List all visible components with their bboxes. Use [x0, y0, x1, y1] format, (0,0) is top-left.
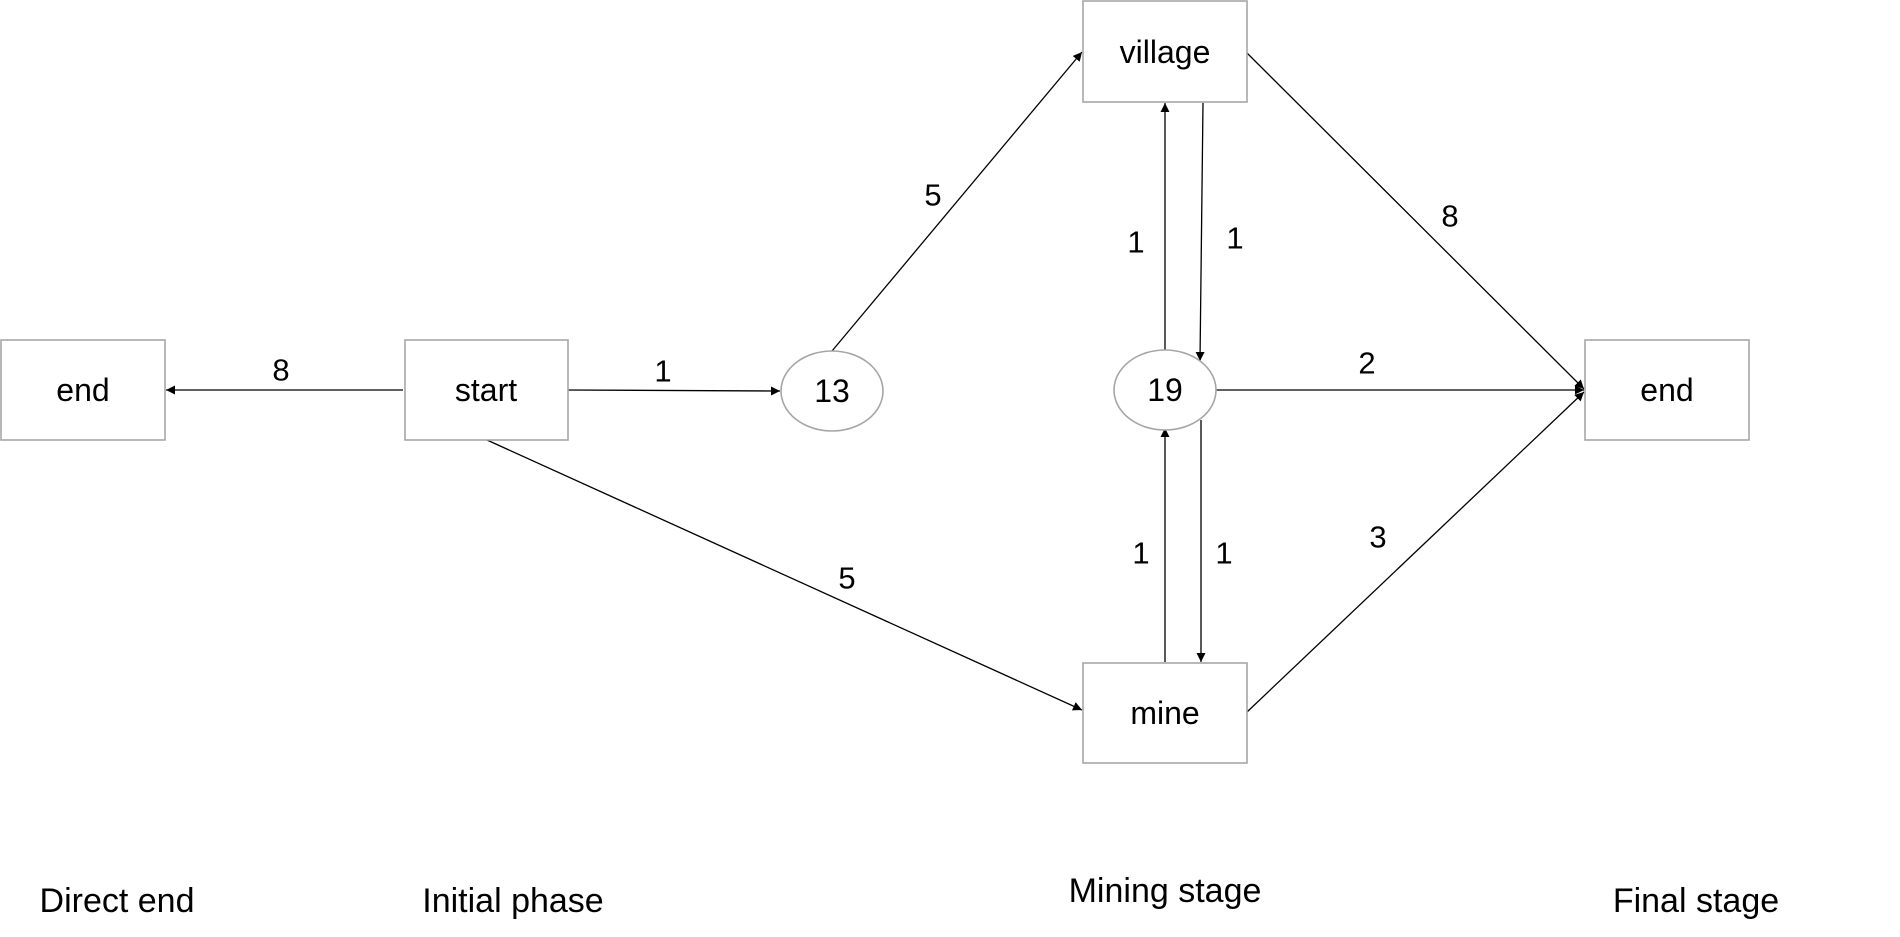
edge-label-19-to-end-right: 2 [1358, 346, 1375, 381]
node-village: village [1082, 0, 1248, 103]
edge-label-19-to-mine: 1 [1215, 536, 1232, 571]
edge-label-start-to-mine: 5 [838, 561, 855, 596]
edge-mine-to-end-right [1246, 391, 1585, 713]
node-label-mine: mine [1130, 695, 1199, 731]
edges [166, 51, 1585, 713]
node-13: 13 [780, 350, 884, 432]
edge-label-start-to-end-left: 8 [272, 353, 289, 388]
edge-label-13-to-village: 5 [924, 178, 941, 213]
edge-label-village-to-end-right: 8 [1441, 199, 1458, 234]
edge-label-19-to-village: 1 [1127, 225, 1144, 260]
edge-start-to-13 [566, 386, 781, 396]
edge-village-to-19 [1195, 102, 1205, 362]
node-mine: mine [1082, 662, 1248, 764]
node-label-village: village [1120, 34, 1211, 70]
stage-label-direct-end: Direct end [40, 882, 195, 920]
edge-13-to-village [831, 51, 1083, 352]
node-label-end-right: end [1640, 372, 1693, 408]
edge-village-to-end-right [1246, 52, 1585, 390]
stage-label-final-stage: Final stage [1613, 882, 1779, 920]
edge-labels: 8 1 5 5 1 1 8 2 1 1 3 [272, 178, 1458, 596]
edge-label-mine-to-19: 1 [1132, 536, 1149, 571]
edge-label-village-to-19: 1 [1226, 221, 1243, 256]
edge-label-start-to-13: 1 [654, 354, 671, 389]
edge-label-mine-to-end-right: 3 [1369, 520, 1386, 555]
node-19: 19 [1113, 349, 1217, 431]
node-end-right: end [1584, 339, 1750, 441]
stage-label-initial-phase: Initial phase [422, 882, 603, 920]
node-label-start: start [455, 372, 517, 408]
node-label-end-left: end [56, 372, 109, 408]
node-label-13: 13 [814, 373, 850, 409]
stage-label-mining-stage: Mining stage [1069, 872, 1262, 910]
edge-start-to-mine [486, 439, 1083, 711]
stage-labels: Direct end Initial phase Mining stage Fi… [40, 872, 1780, 920]
node-end-left: end [0, 339, 166, 441]
node-label-19: 19 [1147, 372, 1183, 408]
node-start: start [404, 339, 569, 441]
